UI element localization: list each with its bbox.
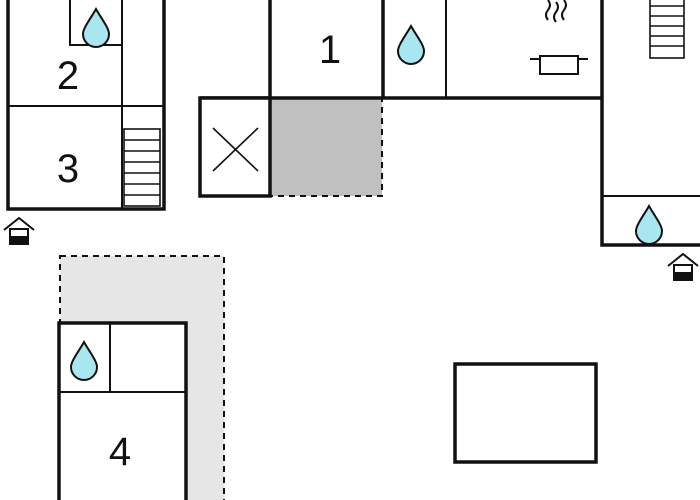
room-label-2: 2 — [57, 54, 79, 98]
central-unit: 1 — [198, 0, 605, 198]
crossed-box-icon — [212, 127, 259, 172]
staircase-icon — [123, 128, 161, 207]
room-label-3: 3 — [57, 147, 79, 191]
void-box — [198, 96, 272, 198]
entrance-icon — [3, 217, 35, 245]
bottom-left-unit: 4 — [57, 321, 188, 500]
staircase-icon — [649, 0, 685, 59]
right-unit — [600, 0, 700, 247]
freestanding-rectangle — [453, 362, 598, 464]
left-upper-unit: 2 3 — [6, 0, 166, 211]
room-label-1: 1 — [319, 28, 341, 72]
entrance-icon — [667, 253, 699, 281]
cooking-pot-icon — [530, 0, 588, 75]
water-drop-icon — [397, 25, 425, 65]
room-label-4: 4 — [109, 430, 131, 474]
shaded-area — [269, 97, 383, 197]
